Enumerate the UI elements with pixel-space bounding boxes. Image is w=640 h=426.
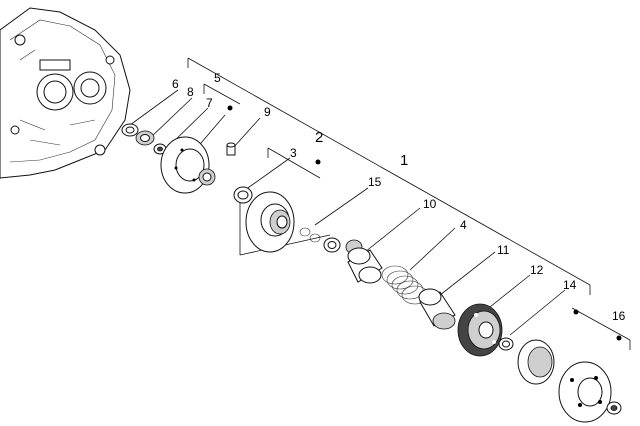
- label-8: 8: [187, 85, 194, 99]
- label-3: 3: [290, 146, 297, 160]
- label-15: 15: [368, 175, 382, 189]
- part-7-bushing: [153, 143, 167, 155]
- label-6: 6: [172, 77, 179, 91]
- part-11-cup: [418, 288, 456, 330]
- part-6-seal: [121, 123, 139, 137]
- label-14: 14: [563, 278, 577, 292]
- label-7: 7: [206, 96, 213, 110]
- label-12: 12: [530, 263, 544, 277]
- part-16-drum: [558, 361, 622, 423]
- bullet-markers: [227, 105, 622, 341]
- clutch-bell: [517, 339, 555, 385]
- label-1: 1: [400, 152, 408, 169]
- label-5: 5: [214, 71, 221, 85]
- part-3-bearing: [233, 186, 253, 204]
- label-9: 9: [264, 105, 271, 119]
- bracket-lines: [129, 57, 631, 350]
- part-9-pin: [226, 142, 236, 156]
- label-4: 4: [460, 218, 467, 232]
- label-10: 10: [423, 197, 437, 211]
- crankcase-housing: [0, 7, 131, 179]
- part-15-orings: [299, 227, 363, 255]
- label-11: 11: [497, 243, 510, 257]
- part-8-bearing: [135, 130, 155, 146]
- fixed-pulley-half: [160, 136, 216, 194]
- part-labels: 1 2 3 4 5 6 7 8 9 10 11 12 14 15 16: [172, 71, 626, 323]
- part-12-clutch: [457, 303, 503, 357]
- label-16: 16: [612, 309, 626, 323]
- part-14-ring: [498, 337, 514, 351]
- part-10-sleeve: [347, 247, 383, 284]
- movable-pulley-half: [245, 191, 295, 253]
- label-2: 2: [315, 129, 323, 146]
